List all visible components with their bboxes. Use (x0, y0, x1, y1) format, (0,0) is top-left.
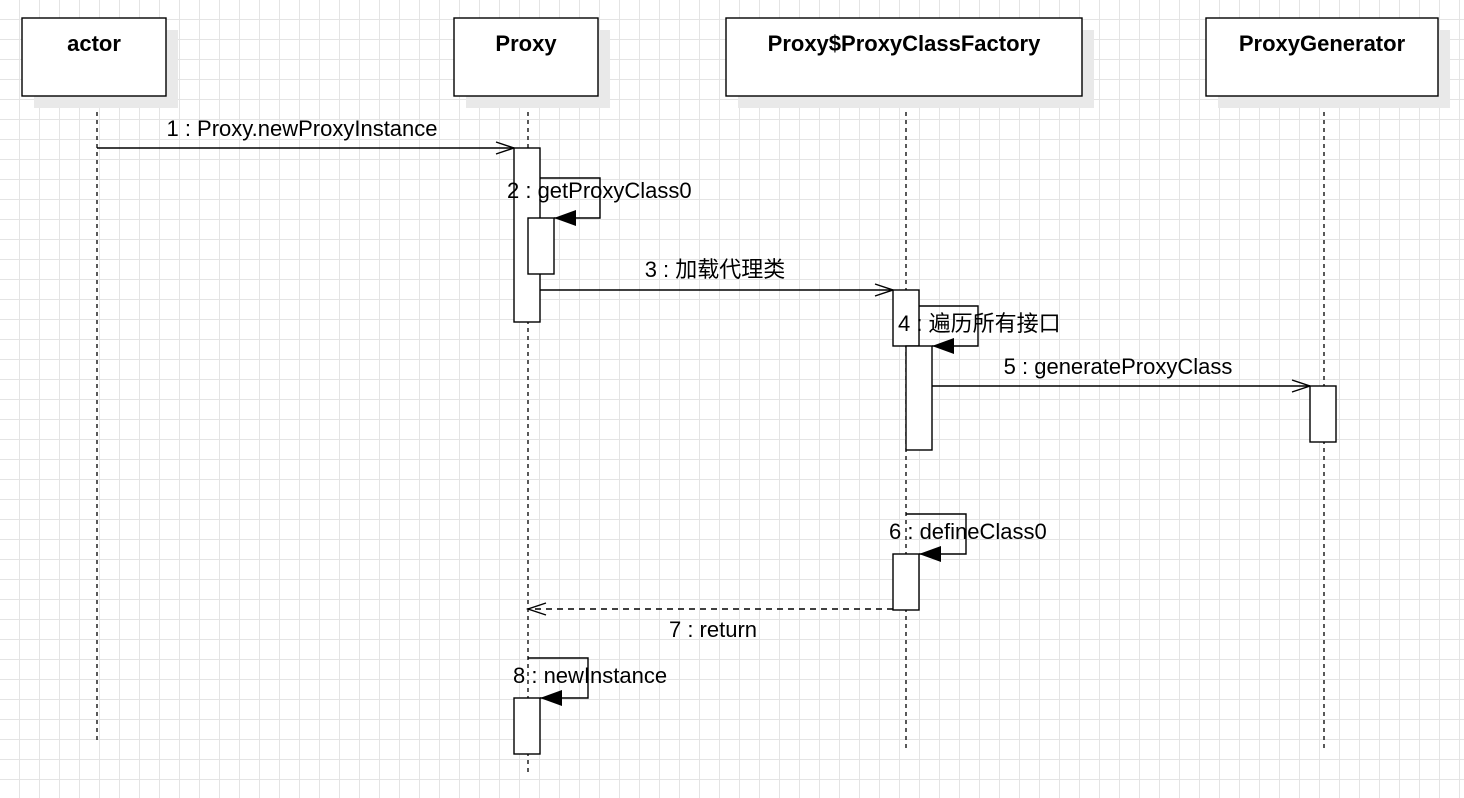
message-5-label: 5 : generateProxyClass (1004, 354, 1233, 379)
message-3[interactable]: 3 : 加载代理类 (540, 257, 896, 297)
message-2-label: 2 : getProxyClass0 (507, 178, 692, 203)
message-5[interactable]: 5 : generateProxyClass (932, 354, 1313, 393)
activations (513, 147, 1337, 755)
participant-proxy-label: Proxy (495, 31, 557, 56)
message-4-label: 4 : 遍历所有接口 (898, 311, 1061, 336)
participant-generator-label: ProxyGenerator (1239, 31, 1406, 56)
message-2[interactable]: 2 : getProxyClass0 (507, 177, 692, 226)
activation-factory-2 (905, 345, 933, 451)
message-8-arrow (528, 657, 589, 706)
participant-factory[interactable]: Proxy$ProxyClassFactory (725, 17, 1094, 108)
activation-factory-3 (892, 553, 920, 611)
participant-factory-label: Proxy$ProxyClassFactory (768, 31, 1041, 56)
activation-proxy-3 (513, 697, 541, 755)
message-3-label: 3 : 加载代理类 (645, 257, 786, 282)
message-6[interactable]: 6 : defineClass0 (889, 513, 1047, 562)
activation-generator (1309, 385, 1337, 443)
participant-generator[interactable]: ProxyGenerator (1205, 17, 1450, 108)
message-7[interactable]: 7 : return (525, 602, 893, 642)
activation-factory-1 (892, 289, 920, 347)
participant-proxy[interactable]: Proxy (453, 17, 610, 108)
participant-actor-label: actor (67, 31, 121, 56)
message-6-label: 6 : defineClass0 (889, 519, 1047, 544)
message-1-label: 1 : Proxy.newProxyInstance (166, 116, 437, 141)
message-6-arrow (906, 513, 967, 562)
message-4[interactable]: 4 : 遍历所有接口 (898, 305, 1061, 354)
message-8-label: 8 : newInstance (513, 663, 667, 688)
message-8[interactable]: 8 : newInstance (513, 657, 667, 706)
message-2-arrow (540, 177, 601, 226)
participant-actor[interactable]: actor (21, 17, 178, 108)
message-4-arrow (919, 305, 979, 354)
lifelines (96, 96, 1325, 775)
activation-proxy-2 (527, 217, 555, 275)
message-7-label: 7 : return (669, 617, 757, 642)
message-1[interactable]: 1 : Proxy.newProxyInstance (97, 116, 517, 155)
